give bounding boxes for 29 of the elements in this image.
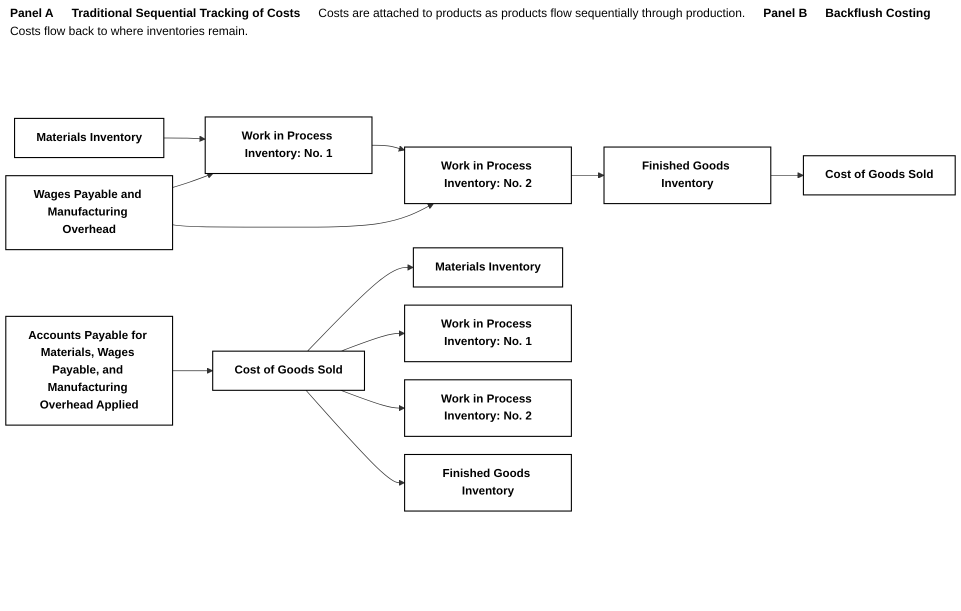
node-box: Materials Inventory <box>412 247 564 288</box>
node-box: Work in Process Inventory: No. 2 <box>404 146 572 204</box>
arrow <box>340 390 405 412</box>
arrow <box>770 172 804 179</box>
node-box: Accounts Payable for Materials, Wages Payable, and Manufacturing Overhead Applied <box>5 316 174 426</box>
arrow <box>340 330 405 352</box>
arrow <box>163 136 206 142</box>
note-text: Costs flow back to where inventories remain. <box>10 24 248 38</box>
node-box: Finished Goods Inventory <box>603 146 772 204</box>
arrow <box>571 172 604 179</box>
node-box: Materials Inventory <box>14 118 164 158</box>
node-box: Finished Goods Inventory <box>404 454 572 512</box>
node-box: Cost of Goods Sold <box>802 155 956 196</box>
note-text: Costs are attached to products as products flow sequentially through production. <box>318 6 746 20</box>
panel-heading: Backflush Costing <box>825 6 931 20</box>
node-box: Cost of Goods Sold <box>212 350 366 391</box>
arrow <box>172 368 213 374</box>
arrow <box>372 144 405 152</box>
node-box: Wages Payable and Manufacturing Overhead <box>5 175 174 250</box>
arrow <box>172 172 214 188</box>
node-box: Work in Process Inventory: No. 2 <box>404 379 572 437</box>
panel-heading: Traditional Sequential Tracking of Costs <box>72 6 300 20</box>
node-box: Work in Process Inventory: No. 1 <box>204 116 373 174</box>
arrow <box>306 390 405 486</box>
panel-heading: Panel A <box>10 6 54 20</box>
panel-heading: Panel B <box>763 6 808 20</box>
node-box: Work in Process Inventory: No. 1 <box>404 304 572 362</box>
arrow <box>307 264 414 352</box>
arrow <box>172 203 434 228</box>
